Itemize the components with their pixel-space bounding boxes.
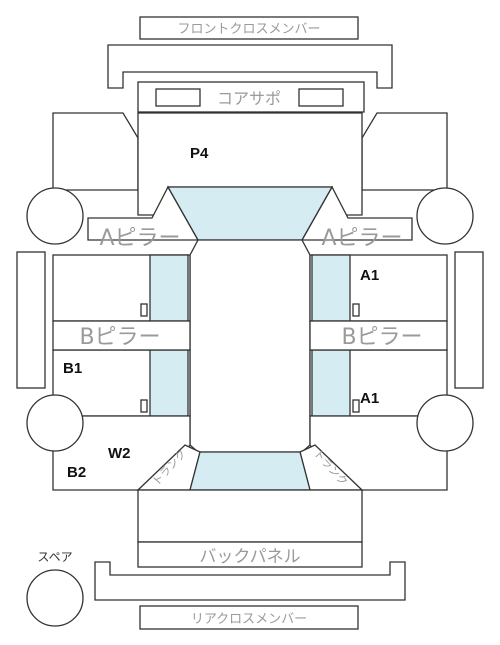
rear-left-window [149, 349, 189, 417]
b-pillar-left-label: Bピラー [79, 325, 160, 350]
a-pillar-right-label: Aピラー [321, 226, 402, 251]
front-left-window [149, 254, 189, 322]
front-cross-member-label: フロントクロスメンバー [177, 22, 320, 37]
spare-wheel [26, 569, 84, 627]
grade-a1-lower: A1 [360, 390, 379, 407]
rear-right-handle [352, 399, 360, 413]
front-cross-member: フロントクロスメンバー [139, 16, 359, 40]
grade-a1-upper: A1 [360, 267, 379, 284]
rear-cross-member-label: リアクロスメンバー [191, 612, 307, 627]
rear-left-handle [140, 399, 148, 413]
left-rocker-panel [16, 251, 46, 389]
front-right-window [311, 254, 351, 322]
trunk-lid [137, 489, 363, 543]
front-left-fender [52, 112, 139, 191]
a-pillar-left-label: Aピラー [99, 226, 180, 251]
front-cross-member-bracket [107, 44, 393, 89]
wheel-rear-left [26, 394, 84, 452]
wheel-front-right [416, 187, 474, 245]
wheel-front-left [26, 187, 84, 245]
b-pillar-right-label: Bピラー [341, 325, 422, 350]
front-right-handle [352, 303, 360, 317]
rear-window [189, 451, 311, 491]
spare-tire: スペア [26, 550, 84, 627]
rear-cross-member: リアクロスメンバー [139, 605, 359, 630]
grade-w2: W2 [108, 445, 131, 462]
b-pillar-left [52, 320, 191, 351]
rear-cross-member-bracket [94, 561, 406, 601]
core-support-label: コアサポ [217, 89, 281, 108]
wheel-rear-right [416, 394, 474, 452]
rear-right-window [311, 349, 351, 417]
spare-label: スペア [37, 550, 72, 564]
roof [189, 239, 311, 453]
front-left-handle [140, 303, 148, 317]
b-pillar-right [309, 320, 448, 351]
back-panel-label: バックパネル [199, 547, 300, 567]
grade-b2: B2 [67, 464, 86, 481]
right-headlight [298, 88, 344, 107]
front-right-fender [361, 112, 448, 191]
back-panel: バックパネル [137, 541, 363, 568]
grade-b1: B1 [63, 360, 82, 377]
grade-p4: P4 [190, 145, 209, 162]
left-headlight [155, 88, 201, 107]
core-support: コアサポ [137, 81, 365, 113]
right-rocker-panel [454, 251, 484, 389]
